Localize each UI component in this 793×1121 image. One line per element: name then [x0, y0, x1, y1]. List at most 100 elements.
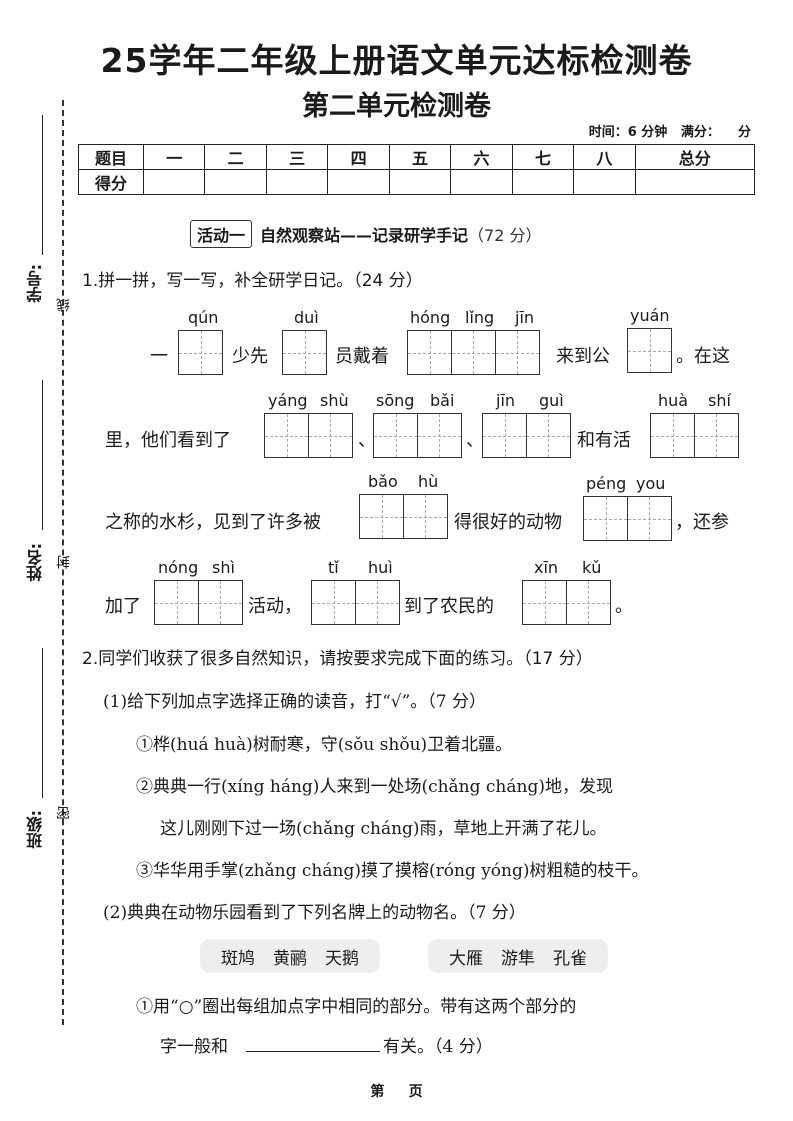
score-cell[interactable]: [142, 169, 206, 195]
answer-prefix: 字一般和: [160, 1037, 228, 1057]
pinyin-label: huì: [368, 558, 393, 577]
animal-name[interactable]: 孔雀: [553, 948, 587, 969]
passage-text: 到了农民的: [404, 596, 494, 617]
answer-blank[interactable]: [246, 1051, 380, 1052]
writing-grid-tihui[interactable]: [311, 580, 400, 625]
passage-text: 、: [466, 430, 484, 451]
passage-text: 员戴着: [335, 346, 389, 367]
pinyin-label: péng: [586, 474, 627, 493]
pinyin-label: qún: [188, 308, 219, 327]
writing-grid-baohu[interactable]: [359, 494, 448, 539]
class-blank[interactable]: [42, 648, 43, 798]
pinyin-label: duì: [294, 308, 319, 327]
pinyin-label: tǐ: [328, 558, 339, 577]
table-header-cell: 总分: [634, 144, 756, 170]
class-label: 班级:: [26, 810, 45, 849]
activity-tag: 活动一: [190, 220, 253, 248]
score-cell[interactable]: [327, 169, 390, 195]
pinyin-label: yuán: [630, 306, 670, 325]
passage-text: 。在这: [676, 346, 730, 367]
writing-grid-honglingjin[interactable]: [407, 330, 540, 375]
activity-name: 自然观察站——记录研学手记: [260, 226, 469, 245]
exam-title: 25学年二年级上册语文单元达标检测卷: [100, 41, 693, 80]
score-table-header-row: 题目 一 二 三 四 五 六 七 八 总分: [78, 144, 756, 170]
score-cell[interactable]: [265, 169, 329, 195]
passage-text: 加了: [105, 596, 141, 617]
score-table-score-row: 得分: [78, 169, 756, 195]
time-score-line: 时间：6 分钟 满分： 分: [588, 125, 751, 140]
pinyin-label: hóng: [410, 308, 451, 327]
pinyin-label: bǎi: [430, 391, 455, 410]
pinyin-label: bǎo: [368, 472, 398, 491]
writing-grid-huashi[interactable]: [650, 413, 739, 458]
table-header-cell: 五: [388, 144, 452, 170]
question-1-stem: 1.拼一拼，写一写，补全研学日记。（24 分）: [82, 271, 423, 291]
animal-name[interactable]: 大雁: [449, 948, 483, 969]
score-table: 题目 一 二 三 四 五 六 七 八 总分 得分: [78, 144, 756, 195]
activity-points: （72 分）: [468, 226, 542, 245]
pinyin-label: huà: [658, 391, 689, 410]
table-header-cell: 一: [142, 144, 206, 170]
pinyin-label: nóng: [158, 558, 199, 577]
pinyin-label: shì: [212, 558, 235, 577]
seal-feng-char: 封: [56, 555, 72, 569]
seal-mi-char: 密: [56, 806, 72, 820]
passage-text: 得很好的动物: [454, 512, 562, 533]
table-header-cell: 八: [573, 144, 636, 170]
animal-name[interactable]: 天鹅: [325, 948, 359, 969]
activity-heading: 活动一自然观察站——记录研学手记（72 分）: [190, 220, 541, 248]
name-blank[interactable]: [42, 380, 43, 530]
score-cell[interactable]: [634, 169, 756, 195]
score-cell[interactable]: [573, 169, 636, 195]
passage-text: 来到公: [556, 346, 610, 367]
writing-grid-dui[interactable]: [282, 330, 327, 375]
writing-grid-qun[interactable]: [178, 330, 223, 375]
writing-grid-xinku[interactable]: [522, 580, 611, 625]
passage-text: 和有活: [577, 430, 631, 451]
pinyin-label: shí: [708, 391, 731, 410]
writing-grid-nongshi[interactable]: [154, 580, 243, 625]
score-cell[interactable]: [388, 169, 452, 195]
page-number: 第 页: [370, 1084, 423, 1100]
pinyin-label: sōng: [376, 391, 415, 410]
reading-choice-line[interactable]: 这儿刚刚下过一场(chǎng cháng)雨，草地上开满了花儿。: [160, 819, 607, 839]
writing-grid-yangshu[interactable]: [264, 413, 353, 458]
student-id-blank[interactable]: [42, 115, 43, 255]
pinyin-label: guì: [539, 391, 564, 410]
passage-text: 里，他们看到了: [105, 430, 231, 451]
animal-name[interactable]: 斑鸠: [221, 948, 255, 969]
animal-name-group-1: 斑鸠 黄鹂 天鹅: [200, 939, 380, 973]
pinyin-label: yáng: [268, 391, 308, 410]
score-cell[interactable]: [204, 169, 267, 195]
reading-choice-line[interactable]: ①桦(huá huà)树耐寒，守(sǒu shǒu)卫着北疆。: [136, 735, 513, 755]
writing-grid-pengyou[interactable]: [583, 496, 672, 541]
passage-text: 一: [150, 346, 168, 367]
table-header-cell: 七: [511, 144, 575, 170]
table-header-cell: 四: [327, 144, 390, 170]
table-header-cell: 二: [204, 144, 267, 170]
animal-name-group-2: 大雁 游隼 孔雀: [428, 939, 608, 973]
score-cell[interactable]: [450, 169, 513, 195]
name-label: 姓名:: [26, 543, 45, 582]
score-cell[interactable]: [511, 169, 575, 195]
pinyin-label: lǐng: [465, 308, 495, 327]
pinyin-label: you: [636, 474, 666, 493]
pinyin-label: jīn: [515, 308, 535, 327]
pinyin-label: xīn: [534, 558, 559, 577]
answer-suffix: 有关。（4 分）: [383, 1037, 493, 1057]
reading-choice-line[interactable]: ②典典一行(xíng háng)人来到一处场(chǎng cháng)地，发现: [136, 777, 613, 797]
circle-instruction: ①用“○”圈出每组加点字中相同的部分。带有这两个部分的: [136, 997, 577, 1017]
pinyin-label: shù: [320, 391, 349, 410]
reading-choice-line[interactable]: ③华华用手掌(zhǎng cháng)摸了摸榕(róng yóng)树粗糙的枝干…: [136, 861, 649, 881]
passage-text: 。: [615, 596, 633, 617]
table-header-cell: 三: [265, 144, 329, 170]
writing-grid-jingui[interactable]: [482, 413, 571, 458]
writing-grid-yuan[interactable]: [627, 328, 672, 373]
writing-grid-songbai[interactable]: [373, 413, 462, 458]
animal-name[interactable]: 黄鹂: [273, 948, 307, 969]
seal-line-char: 线: [56, 298, 72, 312]
table-header-cell: 题目: [78, 144, 144, 170]
animal-name[interactable]: 游隼: [501, 948, 535, 969]
exam-subtitle: 第二单元检测卷: [302, 91, 491, 122]
question-2-part-2: (2)典典在动物乐园看到了下列名牌上的动物名。（7 分）: [103, 903, 526, 923]
